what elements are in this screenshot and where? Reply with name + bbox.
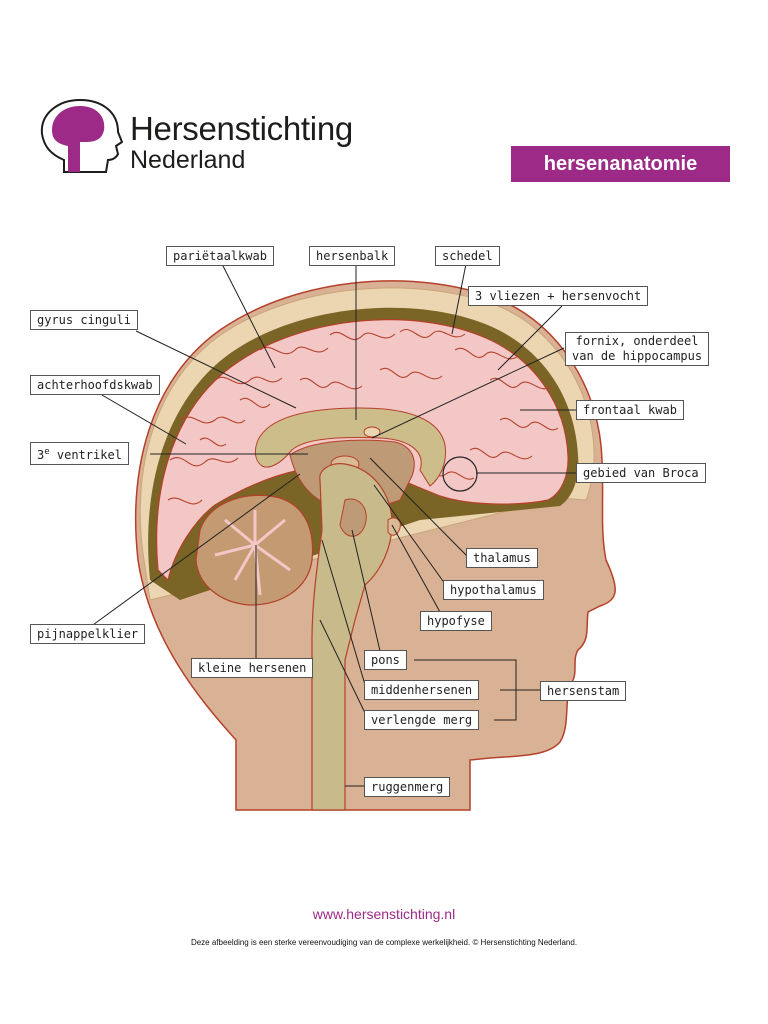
leader-lines (85, 263, 576, 787)
label-hypofyse: hypofyse (420, 611, 492, 631)
website-link[interactable]: www.hersenstichting.nl (312, 906, 456, 922)
label-achterhoofdskwab: achterhoofdskwab (30, 375, 160, 395)
label-hersenstam: hersenstam (540, 681, 627, 701)
label-kleine-hersenen: kleine hersenen (191, 658, 314, 678)
label-frontaal-kwab: frontaal kwab (576, 400, 684, 420)
label-schedel: schedel (435, 246, 500, 266)
brand-country: Nederland (130, 146, 246, 174)
label-ruggenmerg: ruggenmerg (364, 777, 451, 797)
broca-circle (442, 456, 478, 492)
label-parietaalkwab: pariëtaalkwab (166, 246, 274, 266)
label-fornix-line2: van de hippocampus (572, 349, 703, 363)
brainstem (311, 463, 393, 811)
label-hypothalamus: hypothalamus (443, 580, 544, 600)
label-fornix: fornix, onderdeel van de hippocampus (565, 332, 710, 366)
label-gyrus-cinguli: gyrus cinguli (30, 310, 138, 330)
disclaimer-text: Deze afbeelding is een sterke vereenvoud… (190, 938, 578, 947)
label-pons: pons (364, 650, 407, 670)
brand-name: Hersenstichting (130, 110, 353, 147)
head-logo-icon (40, 98, 124, 173)
label-gebied-van-broca: gebied van Broca (576, 463, 706, 483)
label-fornix-line1: fornix, onderdeel (575, 334, 699, 348)
label-middenhersenen: middenhersenen (364, 680, 480, 700)
arbor-vitae (214, 510, 291, 596)
ventrikel-sup: e (44, 447, 50, 457)
ventrikel-number: 3 (37, 448, 45, 462)
ventrikel-word: ventrikel (49, 448, 122, 462)
label-3e-ventrikel: 3e ventrikel (30, 442, 129, 465)
label-verlengde-merg: verlengde merg (364, 710, 480, 730)
section-tag: hersenanatomie (511, 146, 730, 182)
label-vliezen: 3 vliezen + hersenvocht (468, 286, 649, 306)
label-hersenbalk: hersenbalk (309, 246, 396, 266)
corpus-callosum (254, 407, 447, 487)
label-thalamus: thalamus (466, 548, 538, 568)
label-pijnappelklier: pijnappelklier (30, 624, 146, 644)
pituitary (387, 517, 401, 536)
brand-logo (36, 96, 406, 184)
